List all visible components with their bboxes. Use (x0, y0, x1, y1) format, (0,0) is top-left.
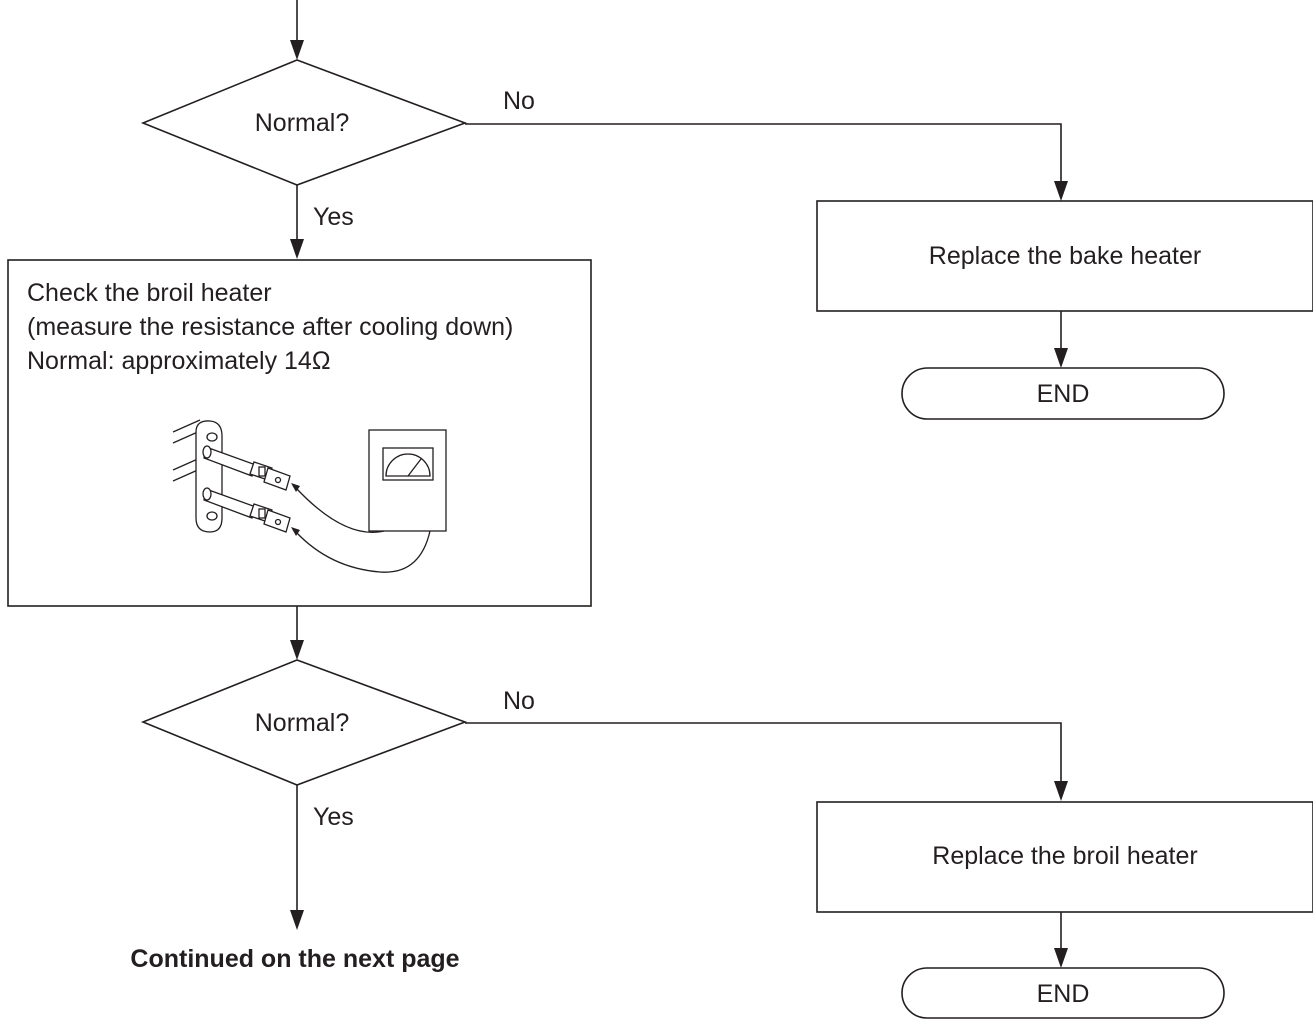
replace-bake-heater-step: Replace the bake heater (816, 200, 1313, 312)
continued-next-page-note: Continued on the next page (130, 945, 459, 973)
decision-1-label: Normal? (255, 109, 349, 137)
arrow-to-end-2 (1054, 912, 1068, 968)
yes-label-1: Yes (313, 203, 354, 231)
check-broil-heater-step: Check the broil heater (measure the resi… (7, 259, 592, 607)
replace-broil-heater-label: Replace the broil heater (932, 842, 1197, 870)
end-terminal-1: END (901, 367, 1225, 420)
arrow-into-decision-2 (290, 606, 304, 660)
decision-2: Normal? (140, 659, 468, 786)
no-branch-2: No (465, 687, 1068, 801)
arrow-into-decision-1 (290, 0, 304, 60)
end-terminal-2-shape (901, 967, 1225, 1019)
replace-broil-heater-step: Replace the broil heater (816, 801, 1313, 913)
arrow-to-end-1 (1054, 311, 1068, 368)
end-terminal-1-shape (901, 367, 1225, 420)
ohmmeter-measurement-illustration (172, 419, 447, 573)
yes-label-2: Yes (313, 803, 354, 831)
check-broil-line-3: Normal: approximately 14Ω (27, 347, 331, 375)
end-terminal-1-label: END (1037, 380, 1090, 408)
end-terminal-2-label: END (1037, 980, 1090, 1008)
decision-1: Normal? (140, 59, 468, 186)
yes-branch-2: Yes (290, 785, 354, 930)
replace-bake-heater-label: Replace the bake heater (929, 242, 1201, 270)
check-broil-heater-box (7, 259, 592, 607)
end-terminal-2: END (901, 967, 1225, 1019)
no-branch-1: No (465, 87, 1068, 201)
replace-broil-heater-box (816, 801, 1313, 913)
no-label-1: No (503, 87, 535, 115)
decision-2-label: Normal? (255, 709, 349, 737)
check-broil-line-1: Check the broil heater (27, 279, 272, 307)
yes-branch-1: Yes (290, 185, 354, 259)
replace-bake-heater-box (816, 200, 1313, 312)
check-broil-line-2: (measure the resistance after cooling do… (27, 313, 513, 341)
no-label-2: No (503, 687, 535, 715)
